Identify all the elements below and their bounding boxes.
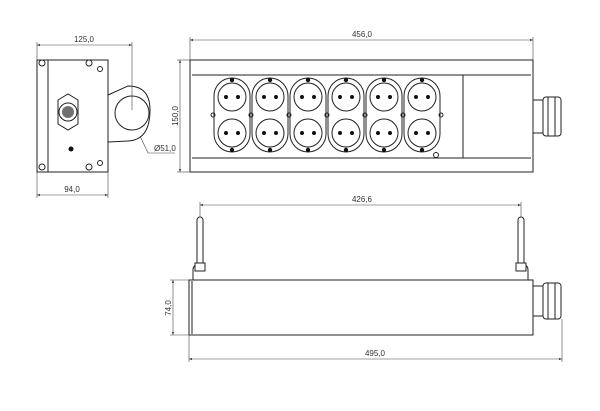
bottom-view: 426,6 495,0 74,0: [164, 195, 563, 362]
side-view: 125,0 94,0 Ø51,0: [36, 35, 176, 198]
side-plate: [36, 59, 49, 173]
front-view: 456,0 150,0: [171, 30, 562, 173]
dim-diameter: Ø51,0: [154, 144, 176, 153]
socket: [331, 82, 361, 112]
dim-426: 426,6: [352, 195, 373, 204]
socket-pair: [324, 77, 368, 153]
socket: [255, 82, 285, 112]
socket-pair: [210, 77, 254, 153]
socket: [293, 82, 323, 112]
socket: [369, 118, 399, 148]
dim-74: 74,0: [164, 300, 173, 316]
screw-icon: [68, 146, 74, 152]
socket: [407, 118, 437, 148]
socket-pair: [248, 77, 292, 153]
dim-94: 94,0: [64, 185, 80, 194]
connector-icon: [58, 102, 78, 122]
socket: [255, 118, 285, 148]
socket: [217, 82, 247, 112]
dim-456: 456,0: [352, 30, 373, 39]
socket: [293, 118, 323, 148]
socket-pair: [362, 77, 406, 153]
socket-row: [210, 77, 444, 153]
socket-pair: [286, 77, 330, 153]
socket: [407, 82, 437, 112]
corner-screws: [38, 59, 103, 171]
ground-icon: [433, 152, 439, 158]
dim-150: 150,0: [171, 105, 180, 126]
socket-pair: [400, 77, 444, 153]
mounting-bolts: [192, 216, 529, 280]
dim-125: 125,0: [74, 35, 95, 44]
bottom-housing: [188, 279, 534, 336]
cable-gland-bottom: [532, 282, 562, 320]
cable-gland-front: [532, 96, 562, 137]
socket: [217, 118, 247, 148]
socket: [331, 118, 361, 148]
socket: [369, 82, 399, 112]
dim-495: 495,0: [365, 349, 386, 358]
